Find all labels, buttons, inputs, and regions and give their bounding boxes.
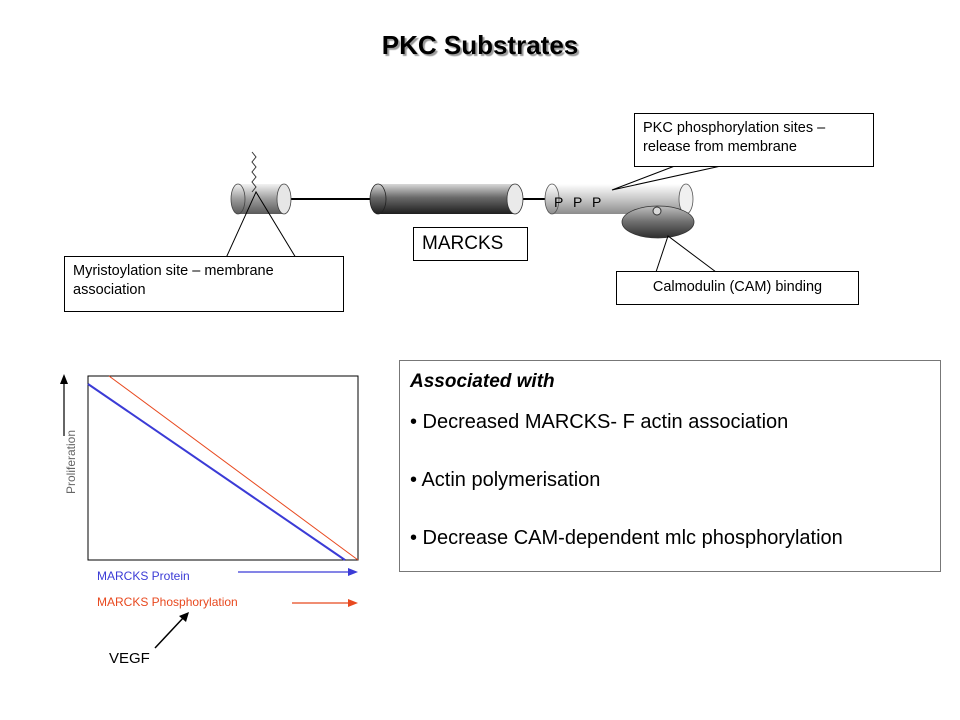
cam-pointer (655, 235, 717, 273)
associated-item: • Actin polymerisation (410, 469, 601, 491)
pkc-sites-callout: PKC phosphorylation sites – release from… (634, 113, 874, 167)
binding-dot (652, 206, 662, 216)
myristoylation-callout: Myristoylation site – membrane associati… (64, 256, 344, 312)
calmodulin-oval (621, 205, 695, 239)
marcks-phosphorylation-label: MARCKS Phosphorylation (97, 595, 238, 609)
vegf-arrow-head (179, 612, 189, 622)
associated-item: • Decrease CAM-dependent mlc phosphoryla… (410, 527, 843, 549)
vegf-label: VEGF (109, 650, 150, 667)
myristoylation-pointer (225, 190, 297, 259)
marcks-protein-label: MARCKS Protein (97, 569, 190, 583)
associated-with-panel: Associated with • Decreased MARCKS- F ac… (399, 360, 941, 572)
protein-arrow-head (348, 568, 358, 576)
myristoylation-cylinder (230, 183, 292, 215)
associated-heading: Associated with (410, 371, 555, 392)
vegf-arrow-shaft (154, 616, 185, 649)
associated-item: • Decreased MARCKS- F actin association (410, 411, 789, 433)
proliferation-axis-label: Proliferation (64, 429, 78, 494)
protein-trend-line (87, 383, 346, 561)
central-domain-cylinder (369, 183, 524, 215)
page-title: PKC Substrates (381, 30, 579, 60)
phosphorylation-trend-line (108, 375, 359, 561)
proliferation-arrow-head (60, 374, 68, 384)
pkc-pointer (611, 163, 731, 191)
phosphorylation-marks: P P P (554, 194, 605, 210)
calmodulin-callout: Calmodulin (CAM) binding (616, 271, 859, 305)
marcks-label: MARCKS (413, 227, 528, 261)
graph-frame (87, 375, 359, 561)
phosphorylation-arrow-head (348, 599, 358, 607)
myristoyl-chain (251, 151, 257, 193)
